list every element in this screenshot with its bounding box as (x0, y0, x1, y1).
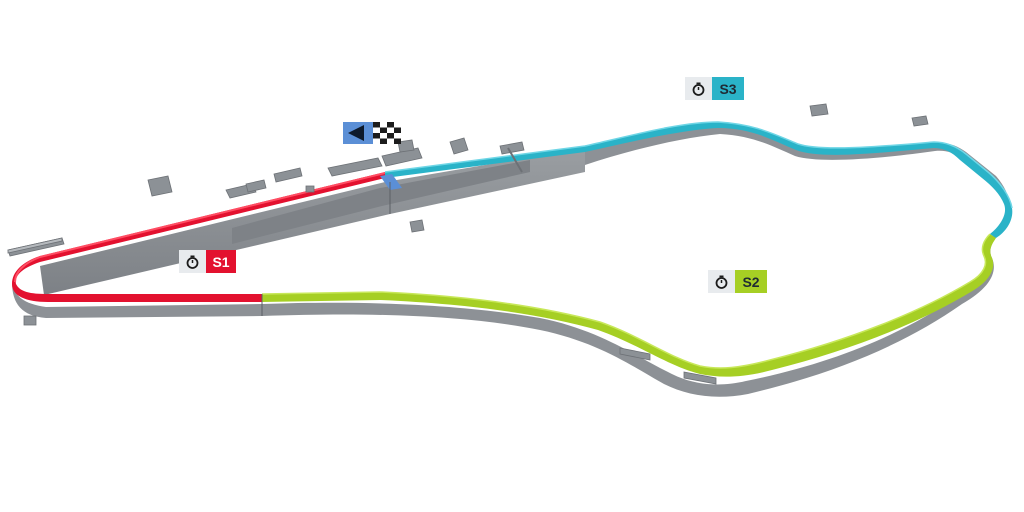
building-3 (245, 179, 267, 193)
building-9 (809, 103, 829, 117)
building-5 (305, 185, 315, 193)
bridge (507, 147, 523, 173)
stopwatch-icon (715, 275, 728, 289)
sector-1-track (12, 172, 385, 302)
building-11 (619, 347, 651, 361)
direction-arrow-icon (348, 125, 364, 141)
sector-1-track-highlight (14, 172, 386, 283)
grandstand-left-top (7, 237, 63, 254)
sector-3-label: S3 (685, 77, 744, 100)
building-1 (147, 175, 173, 197)
building-lower-left (23, 315, 37, 326)
sector-1-badge (206, 250, 236, 273)
track-body (12, 126, 1010, 397)
track-wall (12, 126, 1010, 397)
building-10 (911, 115, 929, 127)
sector-2-badge (735, 270, 767, 293)
pit-building-long (327, 157, 383, 177)
sector-3-track-highlight (384, 121, 1013, 209)
stopwatch-icon (186, 255, 199, 269)
building-8 (409, 219, 425, 233)
start-finish-line (380, 174, 402, 190)
pit-lane-slab (232, 160, 530, 244)
sector-2-label: S2 (708, 270, 767, 293)
sector-2-label-text: S2 (742, 274, 759, 290)
building-6 (449, 137, 469, 155)
building-4 (273, 167, 303, 183)
stopwatch-icon (692, 82, 705, 96)
pit-building-3 (397, 139, 415, 153)
sector-3-label-text: S3 (719, 81, 736, 97)
sector-3-badge (712, 77, 744, 100)
sector-2-track-highlight (261, 233, 991, 369)
building-12 (683, 371, 717, 385)
sector-1-label-text: S1 (212, 254, 229, 270)
start-finish-marker (343, 122, 401, 144)
sector-1-label: S1 (179, 250, 236, 273)
checkered-flag-icon (373, 122, 401, 144)
building-7 (499, 141, 525, 155)
buildings (7, 103, 929, 385)
sector-3-track (385, 122, 1013, 238)
